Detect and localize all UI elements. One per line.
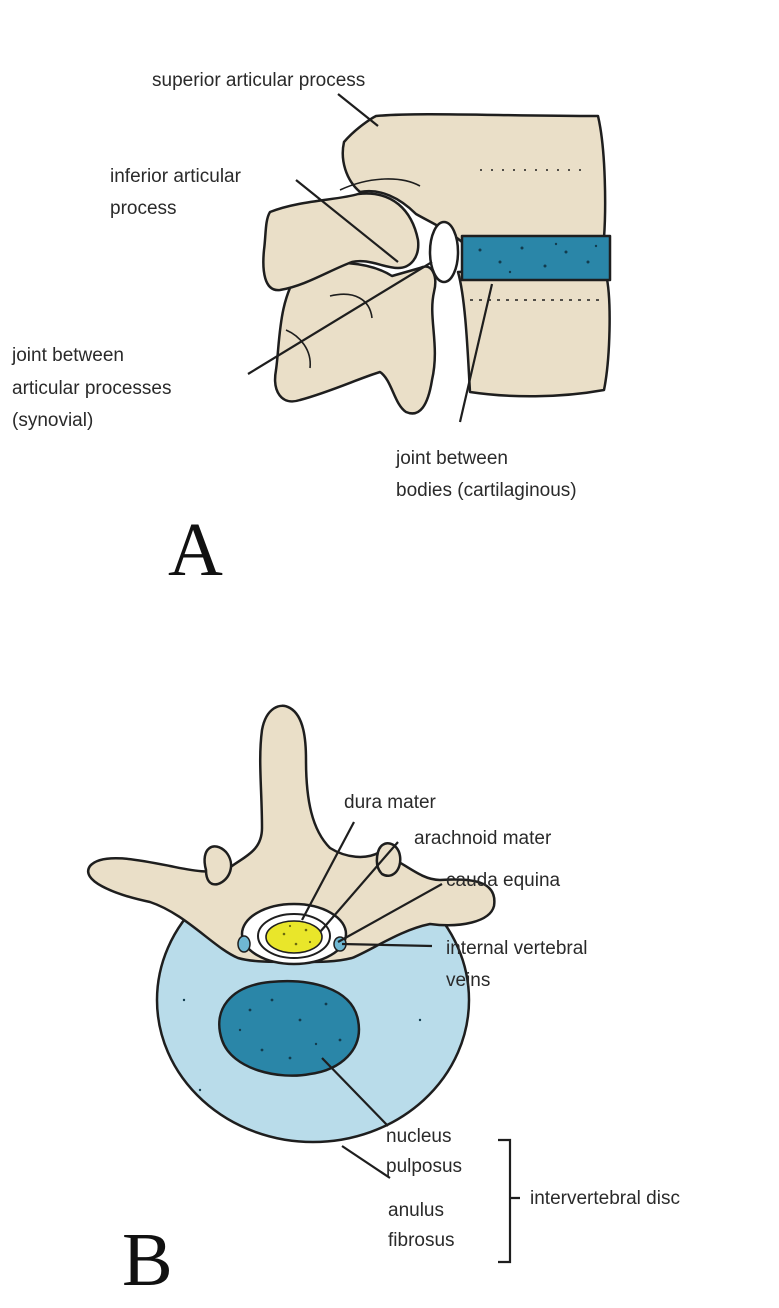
label-nucleus-pulposus-line2: pulposus <box>386 1154 462 1180</box>
disc-bracket <box>498 1140 520 1262</box>
label-anulus-fibrosus-line1: anulus <box>388 1198 444 1224</box>
panel-a-drawing <box>263 114 610 413</box>
label-arachnoid-mater: arachnoid mater <box>414 826 551 852</box>
panel-letter-b: B <box>122 1222 173 1298</box>
panel-letter-a: A <box>168 512 223 588</box>
nucleus-pulposus-shape <box>219 981 359 1075</box>
leader-superior-articular <box>338 94 378 126</box>
label-internal-vertebral-veins-line2: veins <box>446 968 490 994</box>
left-facet <box>205 846 231 884</box>
label-intervertebral-disc: intervertebral disc <box>530 1186 680 1212</box>
label-joint-bodies-line1: joint between <box>396 446 508 472</box>
panel-b-drawing <box>88 706 494 1142</box>
label-joint-articular-line3: (synovial) <box>12 408 93 434</box>
facet-joint-gap <box>430 222 458 282</box>
label-joint-bodies-line2: bodies (cartilaginous) <box>396 478 577 504</box>
right-facet <box>377 843 400 875</box>
label-joint-articular-line2: articular processes <box>12 376 171 402</box>
label-inferior-articular-process-line2: process <box>110 196 177 222</box>
label-inferior-articular-process-line1: inferior articular <box>110 164 241 190</box>
label-cauda-equina: cauda equina <box>446 868 560 894</box>
leader-anulus <box>342 1146 390 1178</box>
left-vein <box>238 936 250 952</box>
label-superior-articular-process: superior articular process <box>152 68 365 94</box>
cauda-equina-shape <box>266 921 322 953</box>
label-joint-articular-line1: joint between <box>12 343 124 369</box>
label-nucleus-pulposus-line1: nucleus <box>386 1124 452 1150</box>
label-anulus-fibrosus-line2: fibrosus <box>388 1228 455 1254</box>
label-dura-mater: dura mater <box>344 790 436 816</box>
label-internal-vertebral-veins-line1: internal vertebral <box>446 936 588 962</box>
lateral-disc <box>462 236 610 280</box>
